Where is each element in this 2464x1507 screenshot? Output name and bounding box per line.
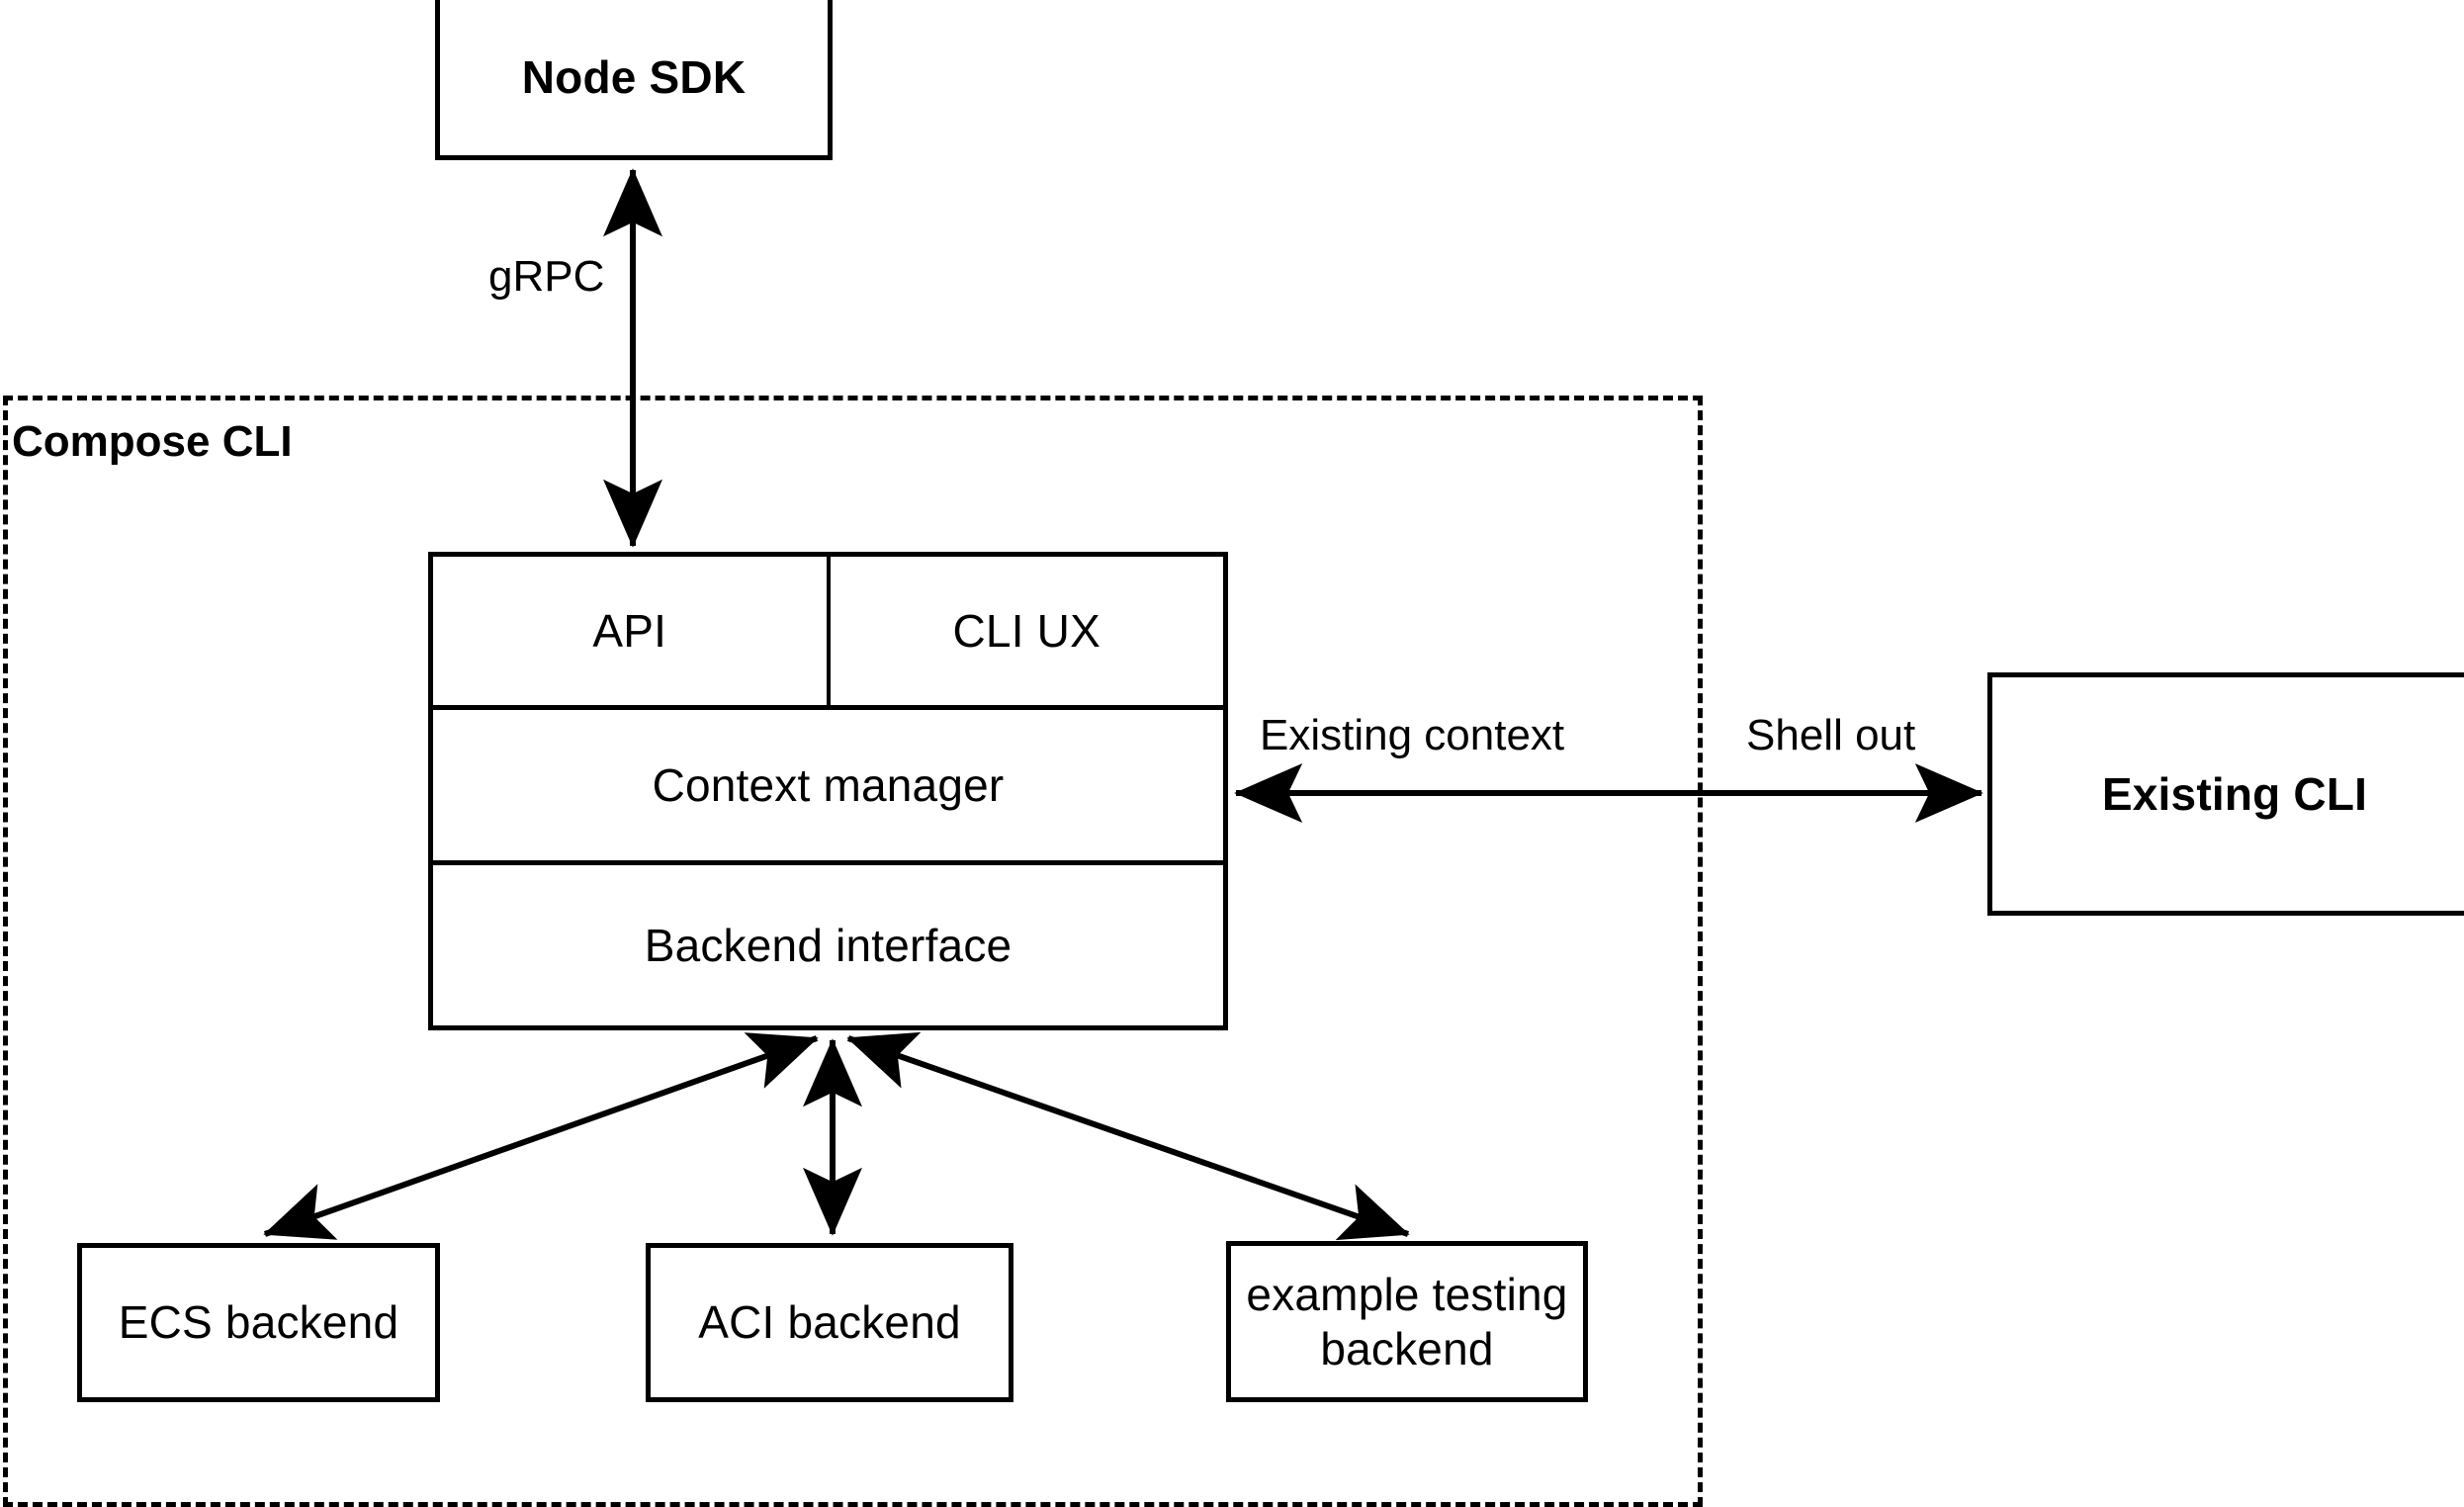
context-manager-cell[interactable]: Context manager <box>433 710 1223 865</box>
ecs-backend-label: ECS backend <box>118 1296 399 1349</box>
shell-out-edge-label: Shell out <box>1746 711 1916 759</box>
example-testing-backend-label: example testing backend <box>1246 1269 1568 1374</box>
backend-example-connector <box>846 1031 1410 1241</box>
cli-ux-cell[interactable]: CLI UX <box>831 557 1224 705</box>
existing-cli-box[interactable]: Existing CLI <box>1987 672 2464 916</box>
ecs-backend-box[interactable]: ECS backend <box>77 1243 440 1402</box>
stack-row-api-cliux: API CLI UX <box>433 557 1223 710</box>
api-label: API <box>592 604 667 657</box>
node-sdk-box[interactable]: Node SDK <box>435 0 833 160</box>
aci-backend-box[interactable]: ACI backend <box>646 1243 1013 1402</box>
backend-interface-cell[interactable]: Backend interface <box>433 865 1223 1025</box>
existing-cli-label: Existing CLI <box>2101 767 2368 820</box>
compose-cli-stack-box: API CLI UX Context manager Backend inter… <box>428 552 1228 1030</box>
existing-context-edge-label: Existing context <box>1260 711 1565 759</box>
api-cell[interactable]: API <box>433 557 831 705</box>
compose-cli-group-label: Compose CLI <box>12 417 293 466</box>
node-sdk-label: Node SDK <box>521 50 747 103</box>
aci-backend-label: ACI backend <box>698 1296 961 1349</box>
backend-interface-label: Backend interface <box>644 919 1012 971</box>
cli-ux-label: CLI UX <box>952 604 1100 657</box>
grpc-edge-label: gRPC <box>488 252 605 301</box>
backend-ecs-connector <box>263 1032 819 1240</box>
example-testing-backend-box[interactable]: example testing backend <box>1226 1241 1588 1402</box>
context-manager-label: Context manager <box>652 758 1005 811</box>
